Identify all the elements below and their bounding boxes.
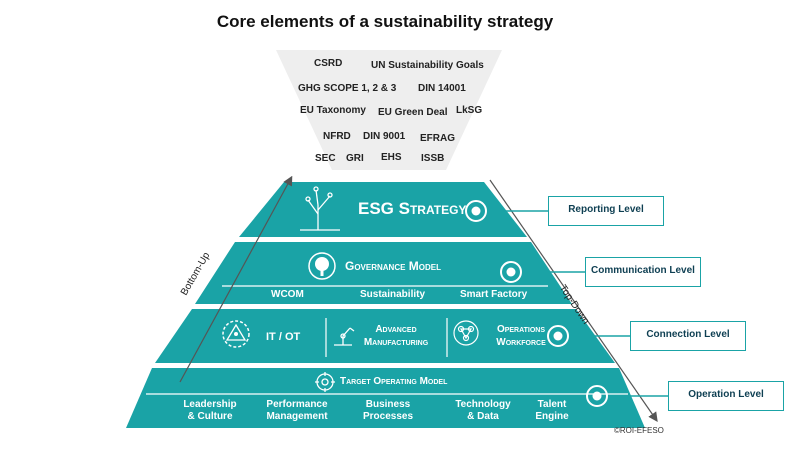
robot-arm-icon: [334, 327, 355, 346]
reporting-level-box: Reporting Level: [548, 196, 664, 226]
target-icon-connection: [547, 325, 569, 347]
page-title: Core elements of a sustainability strate…: [216, 12, 554, 31]
tag-issb: ISSB: [421, 153, 445, 164]
tom-item-technology: Technology & Data: [455, 399, 511, 422]
tag-gri: GRI: [346, 153, 364, 164]
tag-ghg: GHG SCOPE 1, 2 & 3: [298, 83, 397, 94]
tom-title: Target Operating Model: [340, 376, 448, 387]
it-ot-icon: [222, 320, 250, 348]
operation-level-box: Operation Level: [668, 381, 784, 411]
tom-item-business: Business Processes: [362, 399, 414, 422]
tag-eu-green-deal: EU Green Deal: [378, 107, 448, 118]
tag-un-goals: UN Sustainability Goals: [371, 60, 484, 71]
target-icon-communication: [500, 261, 522, 283]
tag-din14001: DIN 14001: [418, 83, 466, 94]
tag-efrag: EFRAG: [420, 133, 455, 144]
operations-workforce-label: Operations Workforce: [496, 324, 546, 348]
tag-csrd: CSRD: [314, 58, 343, 69]
tier-governance: [195, 242, 572, 304]
tom-item-leadership: Leadership & Culture: [183, 399, 237, 422]
connection-level-box: Connection Level: [630, 321, 746, 351]
tier-tom: [126, 368, 645, 428]
tag-eu-taxonomy: EU Taxonomy: [300, 105, 366, 116]
tag-din9001: DIN 9001: [363, 131, 406, 142]
network-people-icon: [453, 320, 479, 346]
tag-lksg: LkSG: [456, 105, 483, 116]
tag-nfrd: NFRD: [323, 131, 351, 142]
governance-item-smart-factory: Smart Factory: [460, 289, 528, 300]
tier-it: [155, 309, 615, 363]
communication-level-box: Communication Level: [585, 257, 701, 287]
copyright-text: ©ROI-EFESO: [614, 426, 664, 435]
tag-sec: SEC: [315, 153, 336, 164]
governance-model-title: Governance Model: [345, 259, 442, 273]
tom-item-talent: Talent Engine: [535, 399, 569, 422]
target-operating-model-icon: [315, 372, 335, 392]
plant-icon: [300, 186, 340, 231]
governance-item-sustainability: Sustainability: [360, 289, 426, 300]
tier-esg: [239, 182, 527, 237]
target-icon-reporting: [465, 200, 487, 222]
tree-icon: [308, 252, 336, 280]
governance-item-wcom: WCOM: [271, 289, 304, 300]
it-ot-label: IT / OT: [266, 331, 301, 343]
tom-item-performance: Performance Management: [266, 399, 328, 422]
tag-ehs: EHS: [381, 152, 402, 163]
advanced-manufacturing-label: Advanced Manufacturing: [363, 324, 429, 348]
esg-strategy-title: ESG Strategy: [358, 199, 467, 218]
target-icon-operation: [586, 385, 608, 407]
